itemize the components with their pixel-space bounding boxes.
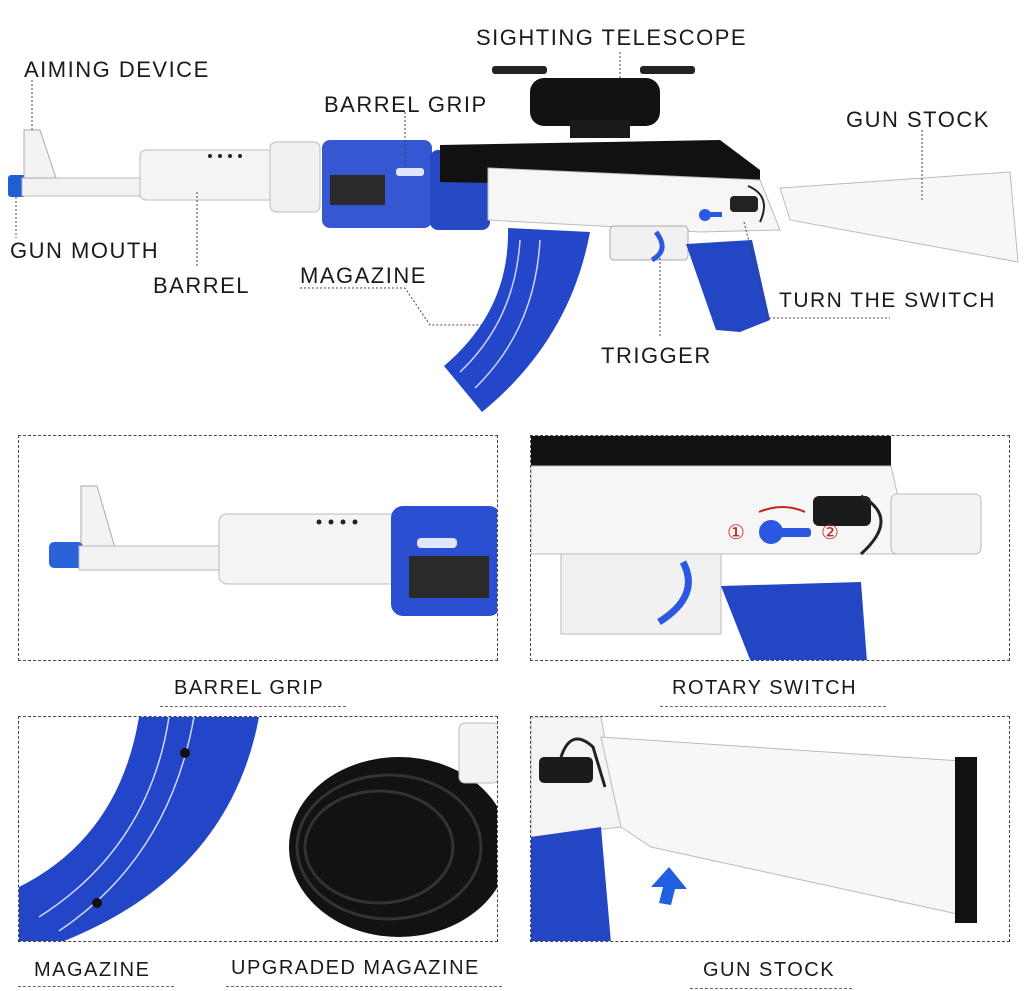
front-sight: [23, 129, 57, 179]
arrow-up-icon: [651, 867, 687, 905]
label-barrel: BARREL: [153, 273, 251, 298]
main-gun-illustration: [8, 52, 1019, 412]
label-magazine: MAGAZINE: [300, 263, 427, 288]
drum-magazine: [289, 757, 497, 937]
label-aiming-device: AIMING DEVICE: [24, 57, 210, 82]
panel-label-barrel-grip: BARREL GRIP: [174, 677, 325, 699]
trigger-blade: [650, 230, 665, 263]
rotary-switch-detail: [531, 436, 982, 660]
underline-magazine: [18, 986, 174, 987]
gun-stock-body: [779, 171, 1019, 263]
panel-magazine: [18, 716, 498, 942]
panel-gun-stock: [530, 716, 1010, 942]
switch-marker-two: ②: [821, 522, 839, 544]
panel-rotary-switch: ① ②: [530, 435, 1010, 661]
underline-gun-stock: [690, 988, 852, 989]
gun-stock-detail: [531, 717, 977, 941]
underline-barrel-grip: [160, 706, 346, 707]
panel-label-rotary-switch: ROTARY SWITCH: [672, 677, 858, 699]
pistol-grip: [686, 240, 770, 332]
label-gun-mouth: GUN MOUTH: [10, 238, 160, 263]
switch-marker-one: ①: [727, 522, 745, 544]
label-barrel-grip: BARREL GRIP: [324, 92, 488, 117]
sighting-telescope-body: [492, 66, 695, 138]
barrel-grip-detail: [49, 485, 497, 616]
label-turn-the-switch: TURN THE SWITCH: [779, 289, 996, 312]
panel-label-gun-stock: GUN STOCK: [703, 959, 836, 981]
label-sighting-telescope: SIGHTING TELESCOPE: [476, 25, 748, 50]
panel-label-magazine: MAGAZINE: [34, 959, 151, 981]
magazine-detail: [19, 717, 497, 941]
label-gun-stock: GUN STOCK: [846, 107, 990, 132]
panel-barrel-grip: [18, 435, 498, 661]
underline-rotary-switch: [660, 706, 886, 707]
underline-upgraded-magazine: [226, 986, 502, 987]
magazine-body: [444, 228, 590, 412]
label-trigger: TRIGGER: [601, 343, 712, 368]
panel-label-upgraded-magazine: UPGRADED MAGAZINE: [231, 957, 480, 979]
